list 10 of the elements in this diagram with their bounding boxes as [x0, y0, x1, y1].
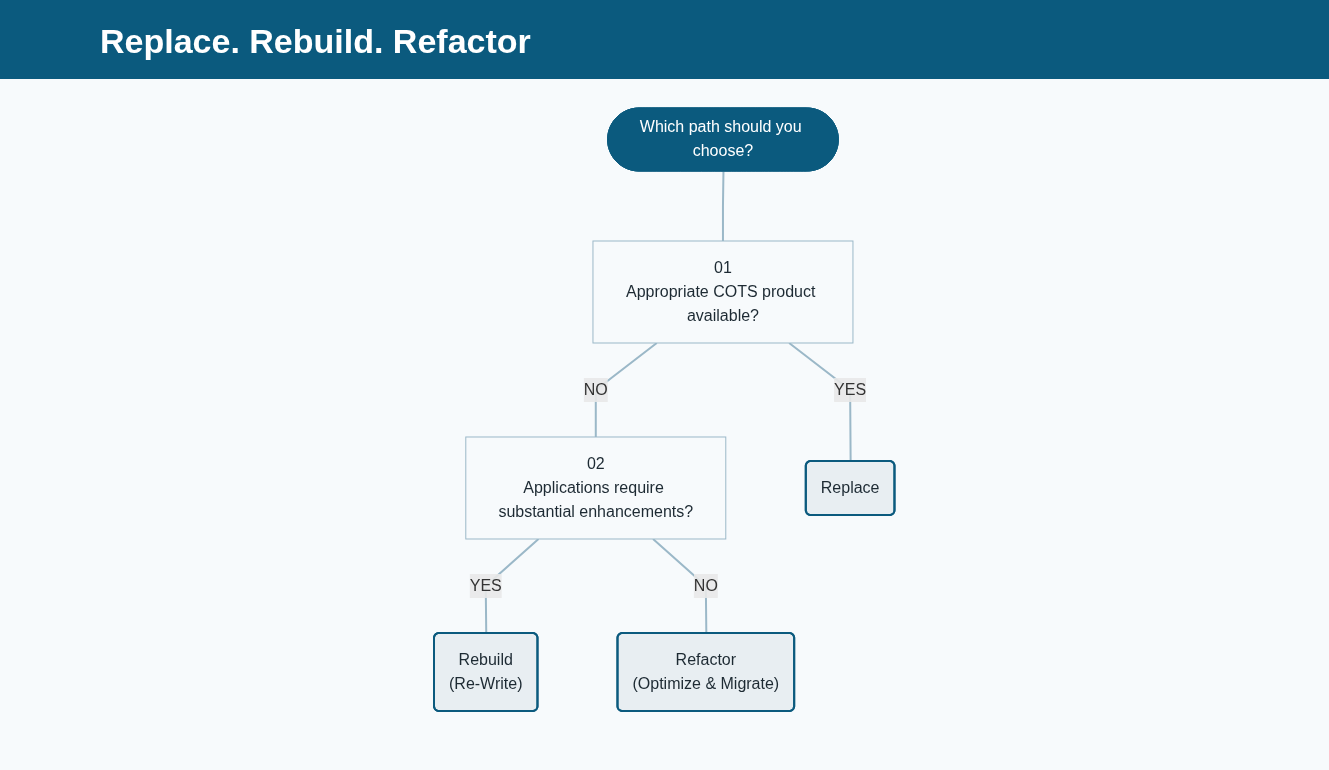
- edge-label: YES: [469, 576, 502, 594]
- connector: [595, 341, 659, 438]
- node-box: 01 Appropriate COTS product available?: [592, 240, 854, 343]
- node-box: 02 Applications require substantial enhancements?: [465, 436, 727, 539]
- edge-label: NO: [584, 380, 609, 398]
- connector: [722, 170, 725, 242]
- edge-label: NO: [694, 576, 719, 594]
- title: Replace. Rebuild. Refactor: [100, 22, 531, 61]
- connector: [652, 537, 708, 634]
- edge-label: YES: [834, 380, 867, 398]
